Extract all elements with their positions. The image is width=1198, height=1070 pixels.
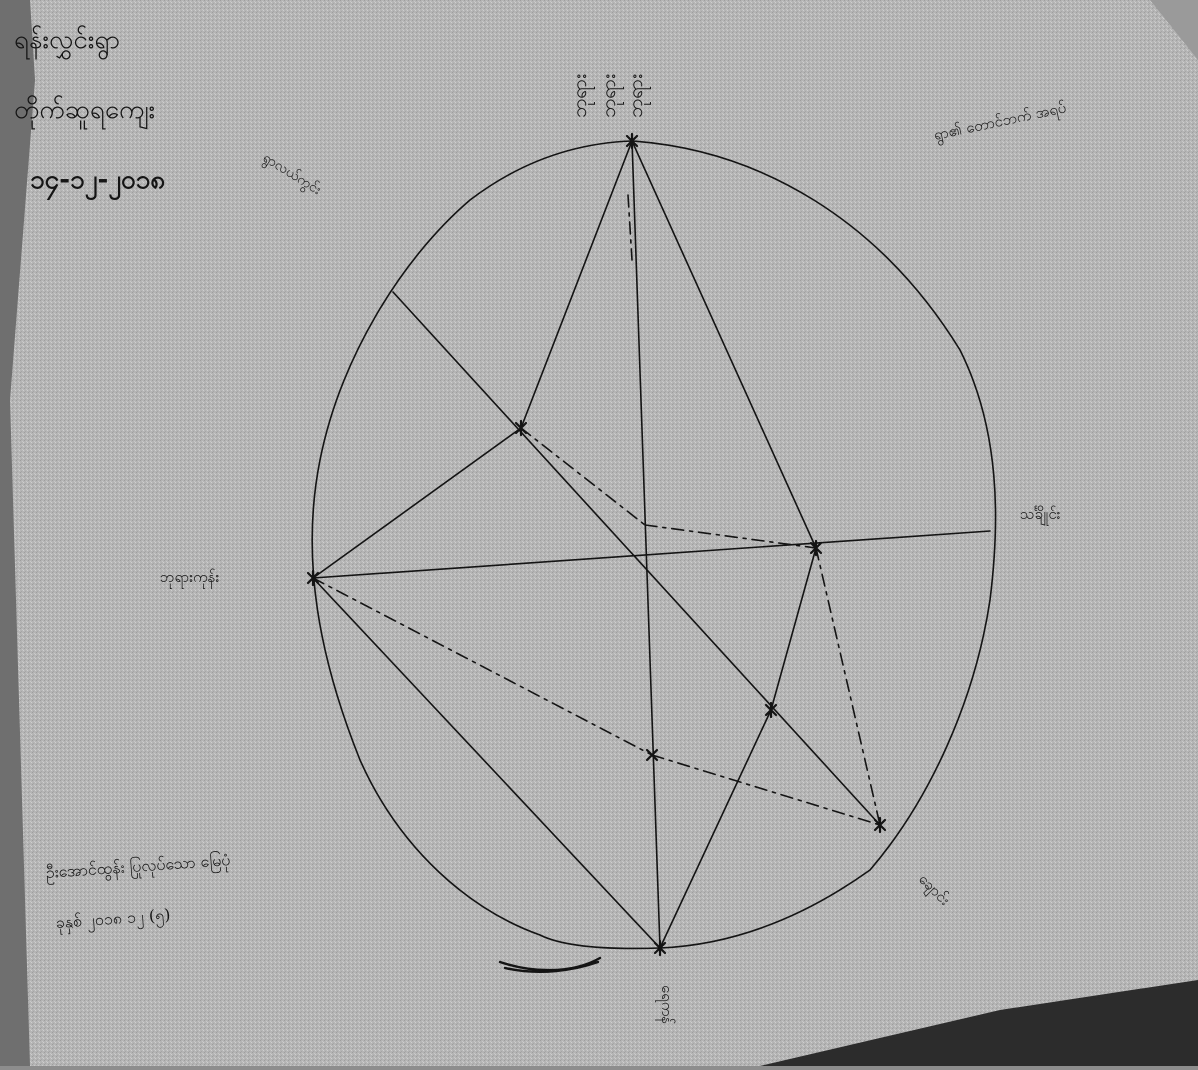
north-label-3: ဘုရား [623,74,651,118]
south-label-group: ရေကန် [655,985,676,1024]
west-label: ဘုရားကုန်း [160,568,219,590]
header-line-2: တိုက်ဆူရကျေး [14,92,155,131]
east-label: သင်္ချိုင်း [1020,505,1060,527]
north-label-copy-2: ဘုရား [623,74,651,118]
header-date: ၁၄-၁၂-၂၀၁၈ [30,162,165,201]
header-line-1: ရန်းလွှင်းရွာ [14,22,120,61]
south-label: ရေကန် [655,985,676,1024]
north-label-group: ဘုရား [567,74,595,118]
north-label-copy-1: ဘုရား [596,74,624,118]
north-label: ဘုရား [567,74,595,118]
north-label-2: ဘုရား [596,74,624,118]
